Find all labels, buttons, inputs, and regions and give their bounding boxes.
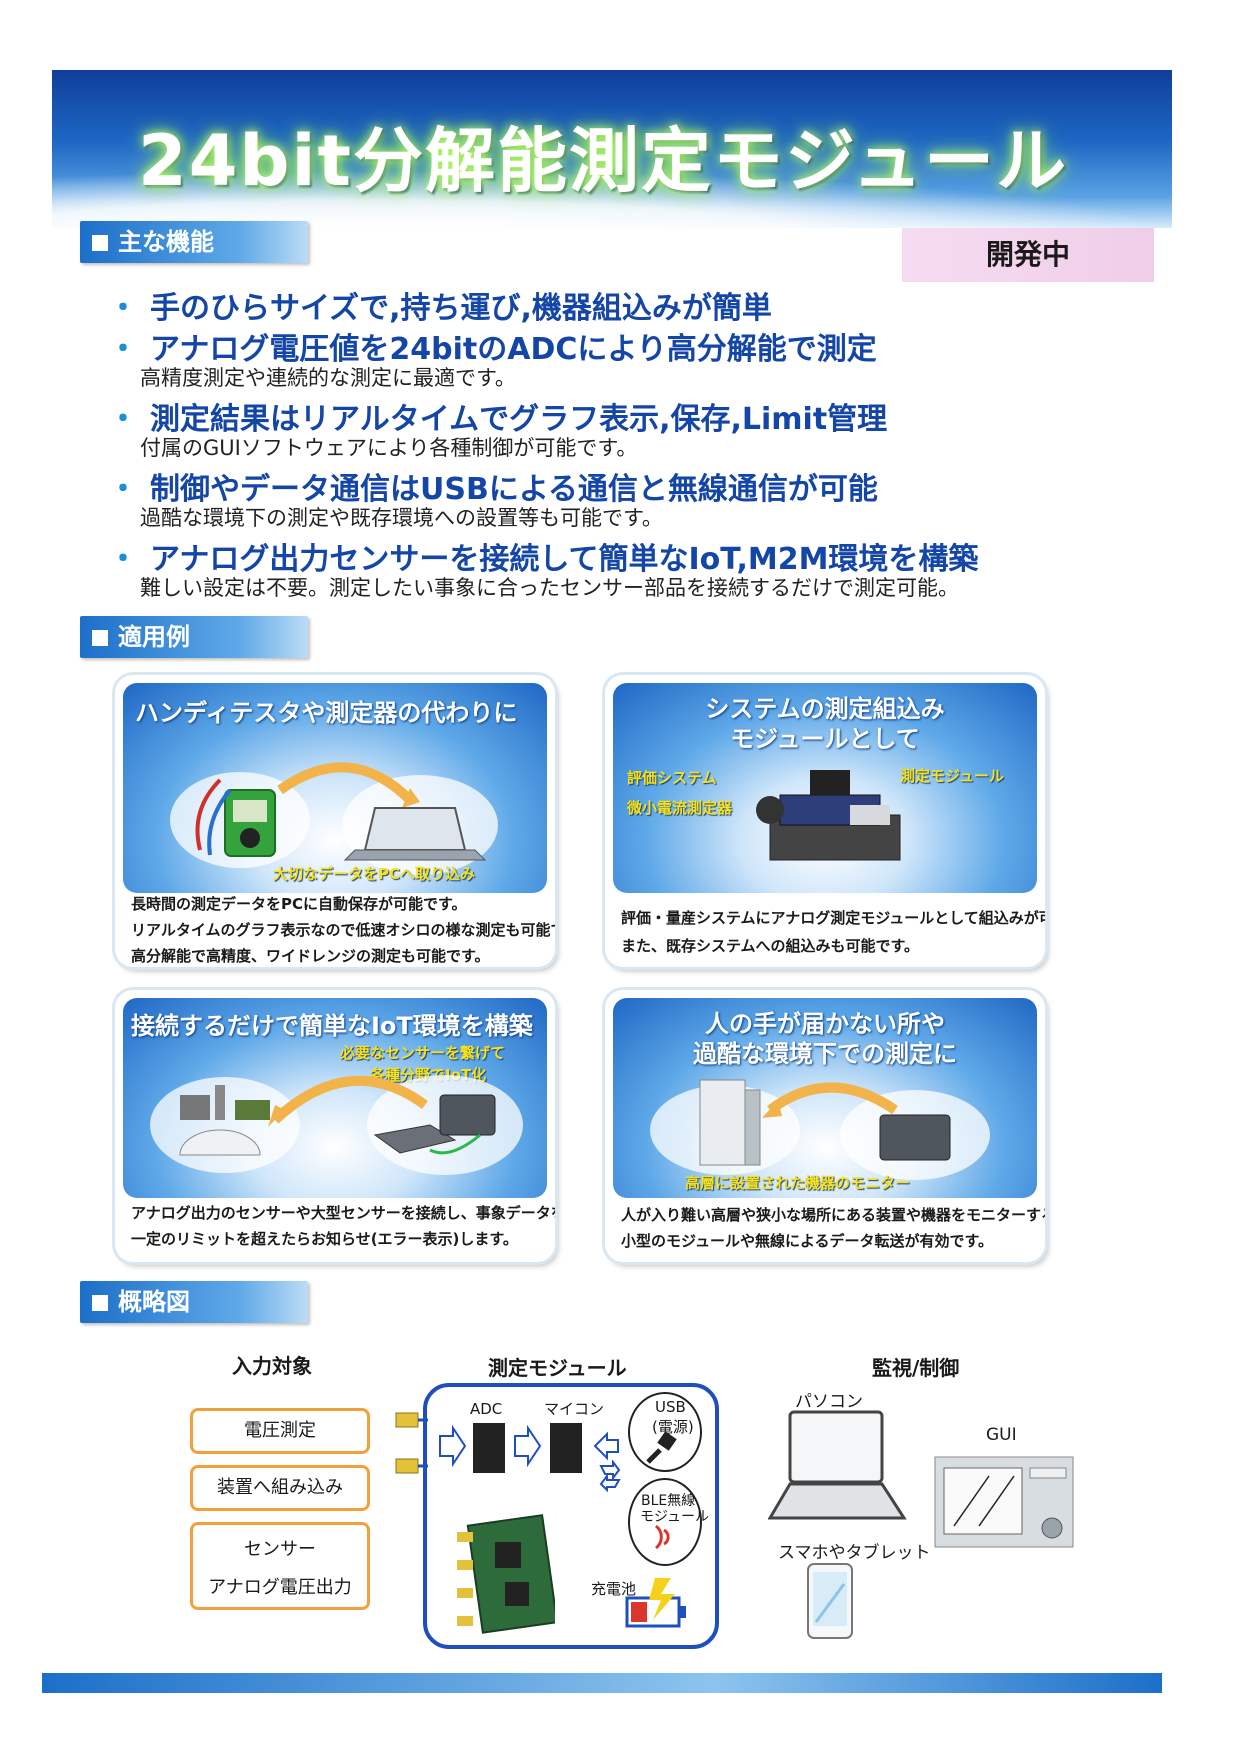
square-icon (92, 235, 108, 251)
feature-item: ・アナログ出力センサーを接続して簡単なIoT,M2M環境を構築 (108, 542, 979, 577)
card-title: 接続するだけで簡単なIoT環境を構築 (131, 1012, 533, 1040)
example-card-system: システムの測定組込み モジュールとして 評価システム 微小電流測定器 測定モジュ… (605, 675, 1045, 967)
card-label: 必要なセンサーを繋げて (340, 1044, 506, 1062)
example-card-remote: 人の手が届かない所や 過酷な環境下での測定に 高層に設置された機器のモニター 人… (605, 990, 1045, 1262)
feature-subtext: 難しい設定は不要。測定したい事象に合ったセンサー部品を接続するだけで測定可能。 (140, 576, 959, 600)
wireless-arrow-icon (599, 1460, 621, 1492)
battery-label: 充電池 (591, 1580, 637, 1598)
remote-monitor-illustration (650, 1079, 990, 1180)
ble-circle (628, 1478, 702, 1566)
card-caption: また、既存システムへの組込みも可能です。 (621, 937, 920, 955)
card-caption: 小型のモジュールや無線によるデータ転送が有効です。 (621, 1232, 994, 1250)
card-title-line2: モジュールとして (730, 725, 920, 753)
iot-illustration (150, 1075, 523, 1175)
feature-title: アナログ出力センサーを接続して簡単なIoT,M2M環境を構築 (150, 542, 979, 577)
feature-item: ・測定結果はリアルタイムでグラフ表示,保存,Limit管理 (108, 402, 888, 437)
card-label: 評価システム (627, 769, 717, 787)
feature-item: ・制御やデータ通信はUSBによる通信と無線通信が可能 (108, 472, 878, 507)
page-title: 24bit分解能測定モジュール (138, 120, 1069, 202)
input-box-sensor: センサー アナログ電圧出力 (190, 1522, 370, 1610)
usb-power-label: (電源) (652, 1418, 694, 1436)
card-caption: 一定のリミットを超えたらお知らせ(エラー表示)します。 (131, 1230, 518, 1248)
example-card-handy: ハンディテスタや測定器の代わりに 大切なデータをPCへ取り込み 長時間の測定デー… (115, 675, 555, 967)
card-caption: 高分解能で高精度、ワイドレンジの測定も可能です。 (131, 947, 490, 965)
example-card-iot: 接続するだけで簡単なIoT環境を構築 必要なセンサーを繋げて 各種分野でIoT化… (115, 990, 555, 1262)
square-icon (92, 630, 108, 646)
tablet-icon (807, 1563, 853, 1639)
section-heading-label: 適用例 (118, 623, 190, 651)
card-caption: 人が入り難い高層や狭小な場所にある装置や機器をモニターする際は、 (621, 1206, 1045, 1224)
card-label: 微小電流測定器 (627, 799, 733, 817)
input-box-line: アナログ電圧出力 (208, 1577, 352, 1598)
card-label: 大切なデータをPCへ取り込み (273, 865, 476, 883)
feature-subtext: 高精度測定や連続的な測定に最適です。 (140, 366, 516, 390)
card-title-line1: 人の手が届かない所や (705, 1010, 945, 1038)
gui-screenshot-icon (934, 1456, 1074, 1548)
card-label: 高層に設置された機器のモニター (685, 1174, 911, 1192)
banner-swoosh (52, 170, 1172, 230)
usb-plug-icon (646, 1432, 677, 1464)
column-heading-module: 測定モジュール (488, 1356, 627, 1380)
pc-label: パソコン (795, 1392, 863, 1412)
status-badge: 開発中 (902, 228, 1154, 282)
card-caption: アナログ出力のセンサーや大型センサーを接続し、事象データを収集、 (131, 1204, 555, 1222)
section-heading-examples: 適用例 (80, 616, 308, 658)
ble-label: BLE無線 (641, 1493, 696, 1509)
ble-module-label: モジュール (640, 1509, 710, 1525)
laptop-icon (768, 1410, 907, 1520)
battery-icon (625, 1578, 686, 1628)
usb-circle (628, 1392, 702, 1472)
column-heading-input: 入力対象 (232, 1354, 312, 1378)
card-title-line1: システムの測定組込み (705, 695, 945, 723)
feature-title: 手のひらサイズで,持ち運び,機器組込みが簡単 (150, 291, 772, 326)
card-title: ハンディテスタや測定器の代わりに (135, 699, 518, 727)
system-board-illustration (756, 770, 901, 861)
feature-subtext: 過酷な環境下の測定や既存環境への設置等も可能です。 (140, 506, 663, 530)
card-label: 測定モジュール (900, 767, 1004, 785)
chips-illustration (439, 1423, 619, 1473)
connector-icon (395, 1412, 428, 1474)
feature-title: アナログ電圧値を24bitのADCにより高分解能で測定 (150, 332, 877, 367)
phone-label: スマホやタブレット (778, 1543, 931, 1563)
pcb-board-illustration (457, 1514, 555, 1634)
gui-label: GUI (986, 1425, 1017, 1445)
input-box-embed: 装置へ組み込み (190, 1465, 370, 1511)
section-heading-label: 概略図 (118, 1288, 190, 1316)
feature-item: ・手のひらサイズで,持ち運び,機器組込みが簡単 (108, 291, 772, 326)
input-box-voltage: 電圧測定 (190, 1408, 370, 1454)
card-caption: 評価・量産システムにアナログ測定モジュールとして組込みが可能です。 (621, 909, 1045, 927)
feature-title: 測定結果はリアルタイムでグラフ表示,保存,Limit管理 (150, 402, 888, 437)
feature-title: 制御やデータ通信はUSBによる通信と無線通信が可能 (150, 472, 878, 507)
wireless-signal-icon (654, 1524, 670, 1550)
adc-label: ADC (470, 1400, 503, 1418)
section-heading-features: 主な機能 (80, 221, 308, 263)
section-heading-label: 主な機能 (118, 228, 214, 256)
input-box-line: センサー (244, 1539, 316, 1560)
feature-subtext: 付属のGUIソフトウェアにより各種制御が可能です。 (140, 436, 638, 460)
mcu-label: マイコン (544, 1400, 605, 1418)
feature-item: ・アナログ電圧値を24bitのADCにより高分解能で測定 (108, 332, 877, 367)
card-title-line2: 過酷な環境下での測定に (693, 1040, 957, 1068)
square-icon (92, 1295, 108, 1311)
footer-band (42, 1673, 1162, 1693)
section-heading-overview: 概略図 (80, 1281, 308, 1323)
module-frame (423, 1383, 719, 1649)
card-caption: リアルタイムのグラフ表示なので低速オシロの様な測定も可能です。 (131, 921, 555, 939)
usb-label: USB (655, 1398, 686, 1416)
column-heading-monitor: 監視/制御 (872, 1356, 960, 1380)
card-caption: 長時間の測定データをPCに自動保存が可能です。 (131, 895, 467, 913)
tester-to-pc-illustration (170, 762, 498, 875)
